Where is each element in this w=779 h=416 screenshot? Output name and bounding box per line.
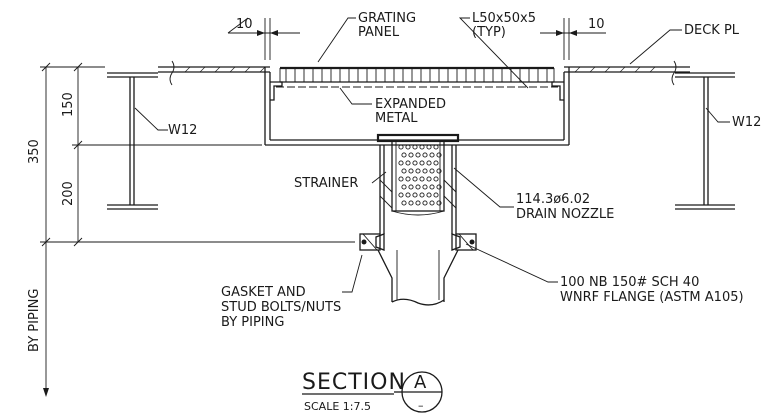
- section-title-text: SECTION: [302, 370, 406, 395]
- strainer-holes: [398, 144, 442, 206]
- drain-nozzle: [379, 145, 457, 234]
- strainer-hole: [433, 144, 439, 150]
- expanded-label-line2: METAL: [375, 111, 418, 126]
- strainer-hole: [408, 152, 414, 158]
- strainer-hole: [419, 192, 425, 198]
- dim-by-piping: BY PIPING: [27, 289, 42, 352]
- expanded-label-line1: EXPANDED: [375, 97, 446, 112]
- strainer-hole: [422, 168, 428, 174]
- strainer-hole: [408, 168, 414, 174]
- strainer-hole: [401, 168, 407, 174]
- leader-lines: [134, 17, 730, 293]
- strainer-hole: [401, 184, 407, 190]
- gasket-label-line3: BY PIPING: [221, 315, 284, 330]
- strainer: [376, 133, 460, 216]
- flange-label-line1: 100 NB 150# SCH 40: [560, 275, 699, 290]
- section-title: SECTION SCALE 1:7.5 A –: [302, 370, 443, 413]
- wnrf-flange: [359, 233, 477, 306]
- nozzle-label-line1: 114.3ø6.02: [516, 192, 590, 207]
- dim-350: 350: [27, 139, 42, 164]
- nozzle-label-line2: DRAIN NOZZLE: [516, 207, 614, 222]
- strainer-hole: [405, 144, 411, 150]
- strainer-hole: [405, 176, 411, 182]
- section-mark-letter: A: [414, 372, 427, 393]
- callouts: GRATING PANEL L50x50x5 (TYP) DECK PL EXP…: [168, 11, 761, 330]
- strainer-label: STRAINER: [294, 176, 358, 191]
- strainer-hole: [429, 200, 435, 206]
- strainer-hole: [412, 192, 418, 198]
- strainer-hole: [419, 176, 425, 182]
- strainer-hole: [412, 176, 418, 182]
- section-scale-text: SCALE 1:7.5: [304, 400, 371, 413]
- strainer-hole: [433, 176, 439, 182]
- grating-label-line1: GRATING: [358, 11, 416, 26]
- strainer-hole: [433, 192, 439, 198]
- gasket-label-line1: GASKET AND: [221, 285, 306, 300]
- strainer-hole: [426, 144, 432, 150]
- dimension-texts: 10 10 150 200 350 BY PIPING: [27, 17, 605, 352]
- strainer-hole: [415, 200, 421, 206]
- grating-panel: [279, 66, 555, 83]
- grating-label-line2: PANEL: [358, 25, 400, 40]
- strainer-hole: [398, 176, 404, 182]
- strainer-hole: [429, 152, 435, 158]
- strainer-hole: [419, 160, 425, 166]
- strainer-hole: [429, 184, 435, 190]
- strainer-hole: [415, 152, 421, 158]
- deck-plate-right: [564, 60, 690, 86]
- w12-right-label: W12: [732, 115, 761, 130]
- strainer-hole: [419, 144, 425, 150]
- strainer-hole: [415, 168, 421, 174]
- strainer-hole: [415, 184, 421, 190]
- strainer-hole: [408, 184, 414, 190]
- strainer-hole: [408, 200, 414, 206]
- dim-gap-left: 10: [236, 17, 253, 32]
- dim-150: 150: [61, 92, 76, 117]
- strainer-hole: [422, 152, 428, 158]
- dim-200: 200: [61, 181, 76, 206]
- strainer-hole: [412, 160, 418, 166]
- strainer-hole: [429, 168, 435, 174]
- strainer-hole: [426, 176, 432, 182]
- strainer-hole: [436, 200, 442, 206]
- angle-label-line2: (TYP): [472, 25, 506, 40]
- strainer-hole: [405, 192, 411, 198]
- strainer-hole: [398, 192, 404, 198]
- strainer-hole: [401, 200, 407, 206]
- strainer-hole: [422, 184, 428, 190]
- strainer-hole: [405, 160, 411, 166]
- w12-beam-left: [107, 72, 158, 210]
- flange-label-line2: WNRF FLANGE (ASTM A105): [560, 290, 744, 305]
- strainer-hole: [436, 152, 442, 158]
- strainer-hole: [436, 168, 442, 174]
- strainer-hole: [436, 184, 442, 190]
- angle-label-line1: L50x50x5: [472, 11, 536, 26]
- deck-pl-label: DECK PL: [684, 23, 740, 38]
- strainer-hole: [398, 160, 404, 166]
- deck-plate-left: [158, 60, 270, 86]
- strainer-hole: [412, 144, 418, 150]
- section-mark-sheet: –: [418, 399, 424, 412]
- strainer-hole: [398, 144, 404, 150]
- strainer-hole: [426, 160, 432, 166]
- w12-left-label: W12: [168, 123, 197, 138]
- strainer-hole: [433, 160, 439, 166]
- strainer-hole: [426, 192, 432, 198]
- gasket-label-line2: STUD BOLTS/NUTS: [221, 300, 341, 315]
- angle-right: [551, 81, 564, 101]
- dim-gap-right: 10: [588, 17, 605, 32]
- angle-left: [270, 81, 283, 101]
- w12-beam-right: [675, 72, 735, 210]
- strainer-hole: [401, 152, 407, 158]
- grating-bearing-bars: [285, 69, 548, 82]
- strainer-hole: [422, 200, 428, 206]
- dimension-lines: [40, 18, 606, 397]
